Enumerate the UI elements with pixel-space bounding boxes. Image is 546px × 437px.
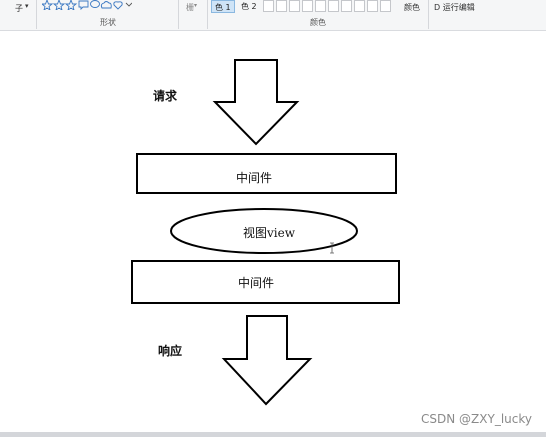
ribbon-divider — [36, 0, 37, 29]
palette-swatch[interactable] — [263, 0, 274, 12]
palette-swatch[interactable] — [354, 0, 365, 12]
shapes-gallery[interactable] — [42, 0, 132, 10]
shapes-gallery-icons — [42, 0, 132, 10]
edit-colors-button[interactable]: 颜色 — [404, 3, 420, 12]
view-label: 视图view — [243, 225, 296, 240]
request-label: 请求 — [153, 88, 178, 103]
edit-with-3d-button[interactable]: D 运行编辑 — [434, 3, 475, 12]
status-bar-edge — [0, 432, 546, 437]
ribbon-divider — [178, 0, 179, 29]
palette-swatch[interactable] — [315, 0, 326, 12]
palette-swatch[interactable] — [367, 0, 378, 12]
tool-label-fragment[interactable]: 子 — [15, 4, 23, 13]
text-cursor-icon — [330, 242, 334, 254]
palette-swatch[interactable] — [380, 0, 391, 12]
gallery-expand-icon[interactable] — [125, 2, 132, 7]
middleware-bottom-label: 中间件 — [238, 275, 274, 290]
middleware-top-box[interactable] — [136, 153, 397, 194]
star-shape-icon[interactable] — [52, 0, 66, 10]
csdn-watermark: CSDN @ZXY_lucky — [421, 412, 532, 426]
palette-swatch[interactable] — [289, 0, 300, 12]
response-arrow-shape[interactable] — [221, 315, 313, 406]
request-arrow-shape[interactable] — [212, 59, 300, 146]
callout-oval-icon[interactable] — [90, 0, 100, 8]
middleware-bottom-box[interactable] — [131, 260, 400, 304]
color2-button[interactable]: 色 2 — [241, 2, 257, 11]
view-ellipse[interactable] — [170, 208, 358, 254]
color1-button[interactable]: 色 1 — [211, 0, 235, 13]
star-shape-icon[interactable] — [42, 0, 54, 10]
star-shape-icon[interactable] — [64, 0, 78, 10]
heart-shape-icon[interactable] — [113, 1, 123, 10]
fill-dropdown-icon[interactable]: ▾ — [194, 2, 198, 9]
middleware-top-label: 中间件 — [236, 170, 272, 185]
palette-swatch[interactable] — [276, 0, 287, 12]
shapes-group-label: 形状 — [100, 18, 116, 27]
callout-shape-icon[interactable] — [78, 0, 89, 10]
cloud-shape-icon[interactable] — [100, 1, 112, 9]
ribbon-divider — [428, 0, 429, 29]
ribbon-toolbar: 子 ▾ 形状 栅 ▾ 色 1 色 2 颜色 颜色 D 运行编辑 — [0, 0, 546, 31]
ribbon-divider — [207, 0, 208, 29]
palette-swatch[interactable] — [341, 0, 352, 12]
response-label: 响应 — [158, 343, 182, 358]
tool-dropdown-icon[interactable]: ▾ — [25, 2, 29, 10]
drawing-canvas[interactable]: 请求 中间件 视图view 中间件 响应 — [0, 31, 546, 432]
palette-swatch[interactable] — [328, 0, 339, 12]
colors-group-label: 颜色 — [310, 18, 326, 27]
flow-diagram: 请求 中间件 视图view 中间件 响应 — [131, 59, 400, 406]
fill-button-fragment[interactable]: 栅 — [186, 3, 194, 12]
palette-swatch[interactable] — [302, 0, 313, 12]
